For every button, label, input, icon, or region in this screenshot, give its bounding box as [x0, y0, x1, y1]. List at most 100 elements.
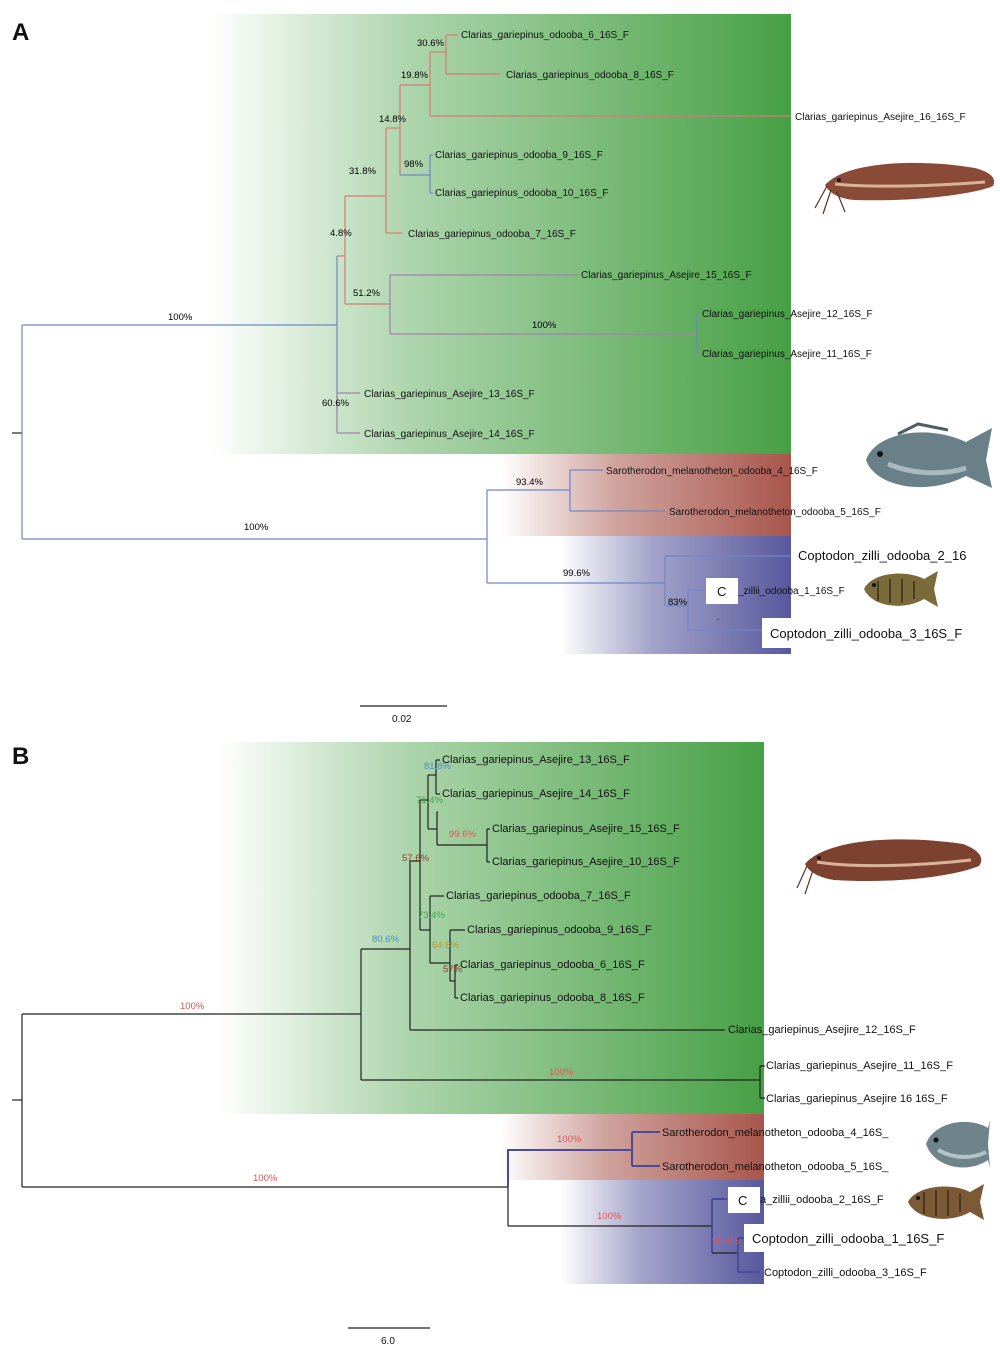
n-copt-b [711, 1198, 727, 1253]
leaf-b-saro4: Sarotherodon_melanotheton_odooba_4_16S_ [662, 1127, 889, 1139]
support-648: 64.8% [432, 940, 459, 951]
n606-leaves [337, 392, 360, 434]
leaf-b-asejire16: Clarias_gariepinus_Asejire 16 16S_F [766, 1093, 948, 1105]
support-100-root-b: 100% [253, 1173, 278, 1184]
support-100-a1116: 100% [549, 1067, 574, 1078]
support-48: 4.8% [330, 228, 352, 239]
n100-leaves [697, 313, 700, 354]
support-100-copt: 100% [597, 1211, 622, 1222]
support-100-a1112: 100% [532, 320, 557, 331]
leaf-b-copt2: a_zillii_odooba_2_16S_F [760, 1194, 884, 1206]
n818 [435, 759, 440, 795]
panel-a-supports: 30.6% 19.8% 14.8% 98% 31.8% 4.8% 51.2% 1… [168, 38, 720, 623]
n-copt-inner [737, 1237, 760, 1273]
leaf-b-asejire11: Clarias_gariepinus_Asejire_11_16S_F [766, 1060, 953, 1072]
n-saro-b [631, 1131, 660, 1167]
n98-leaves [430, 154, 433, 194]
leaf-a-copt1: _zillii_odooba_1_16S_F [737, 586, 845, 597]
sarotherodon-clade-band [500, 454, 791, 536]
leaf-b-copt2-box [728, 1187, 760, 1213]
clarias-clade-band [210, 14, 791, 454]
support-98: 98% [404, 159, 424, 170]
panel-a-letter: A [12, 19, 29, 46]
n996-b-vertical [436, 811, 487, 846]
n-a1116 [759, 1065, 765, 1099]
leaf-b-odooba6: Clarias_gariepinus_odooba_6_16S_F [460, 959, 645, 971]
leaf-a-odooba9: Clarias_gariepinus_odooba_9_16S_F [435, 150, 603, 161]
support-606: 60.6% [322, 398, 349, 409]
n648 [449, 929, 465, 982]
leaf-a-odooba10: Clarias_gariepinus_odooba_10_16S_F [435, 188, 608, 199]
leaf-a-saro5: Sarotherodon_melanotheton_odooba_5_16S_F [669, 507, 881, 518]
leaf-a-asejire14: Clarias_gariepinus_Asejire_14_16S_F [364, 429, 535, 440]
panel-b-supports: 81.8% 71.4% 99.6% 57.6% 73.4% 80.6% 64.8… [180, 761, 739, 1247]
leaf-b-copt3: Coptodon_zilli_odooba_3_16S_F [764, 1267, 927, 1279]
leaf-b-copt2-box-text: C [738, 1193, 747, 1208]
support-734: 73.4% [418, 910, 445, 921]
leaf-a-odooba6: Clarias_gariepinus_odooba_6_16S_F [461, 30, 629, 41]
support-714: 71.4% [416, 795, 443, 806]
leaf-b-asejire14: Clarias_gariepinus_Asejire_14_16S_F [442, 788, 630, 800]
leaf-a-odooba7: Clarias_gariepinus_odooba_7_16S_F [408, 229, 576, 240]
panel-b-letter: B [12, 743, 29, 770]
leaf-a-copt1-box [706, 578, 738, 604]
leaf-b-odooba8: Clarias_gariepinus_odooba_8_16S_F [460, 992, 645, 1004]
support-818: 81.8% [424, 761, 451, 772]
leaf-a-asejire15: Clarias_gariepinus_Asejire_15_16S_F [581, 270, 752, 281]
leaf-a-asejire13: Clarias_gariepinus_Asejire_13_16S_F [364, 389, 535, 400]
support-806: 80.6% [372, 934, 399, 945]
tilapia-image-a [866, 422, 992, 488]
scale-label-b: 6.0 [381, 1336, 395, 1347]
leaf-b-asejire12: Clarias_gariepinus_Asejire_12_16S_F [728, 1024, 916, 1036]
support-198: 19.8% [401, 70, 428, 81]
support-dot: . [717, 612, 720, 623]
n57 [454, 964, 458, 999]
scale-label-a: 0.02 [392, 714, 412, 725]
panel-b-branches [12, 759, 765, 1273]
leaf-a-asejire12: Clarias_gariepinus_Asejire_12_16S_F [702, 309, 873, 320]
n934-leaves [570, 469, 665, 512]
leaf-b-saro5: Sarotherodon_melanotheton_odooba_5_16S_ [662, 1161, 889, 1173]
panel-b: B [12, 742, 990, 1347]
panel-a: A [12, 14, 995, 725]
leaf-b-copt1-box [744, 1224, 988, 1252]
coptodon-image-b [908, 1184, 984, 1220]
n306-leaves [446, 34, 500, 75]
support-57: 57% [443, 964, 463, 975]
branch-saro-b [507, 1149, 632, 1187]
coptodon-image-a [864, 571, 938, 607]
leaf-a-asejire11: Clarias_gariepinus_Asejire_11_16S_F [702, 349, 872, 360]
leaf-a-odooba8: Clarias_gariepinus_odooba_8_16S_F [506, 70, 674, 81]
leaf-a-copt2: Coptodon_zilli_odooba_2_16 [798, 548, 966, 563]
support-100-saro: 100% [557, 1134, 582, 1145]
leaf-a-copt1-box-text: C [717, 584, 726, 599]
support-996: 99.6% [563, 568, 590, 579]
support-83: 83% [668, 597, 688, 608]
support-996-b: 99.6% [449, 829, 476, 840]
leaf-a-asejire16: Clarias_gariepinus_Asejire_16_16S_F [795, 112, 966, 123]
support-100-clarias: 100% [168, 312, 193, 323]
panel-b-leaves: Clarias_gariepinus_Asejire_13_16S_F Clar… [442, 754, 953, 1279]
support-100-root: 100% [244, 522, 269, 533]
support-934: 93.4% [516, 477, 543, 488]
support-copt-inner: 92.4% [712, 1236, 739, 1247]
support-100-clarias-b: 100% [180, 1001, 205, 1012]
n996-leaves-b [486, 828, 490, 863]
panel-a-branches [12, 34, 790, 631]
leaf-b-copt1: Coptodon_zilli_odooba_1_16S_F [752, 1231, 944, 1246]
leaf-a-copt3-box [762, 618, 994, 648]
leaf-b-odooba7: Clarias_gariepinus_odooba_7_16S_F [446, 890, 631, 902]
panel-a-leaves: Clarias_gariepinus_odooba_6_16S_F Claria… [364, 30, 966, 597]
leaf-b-asejire15: Clarias_gariepinus_Asejire_15_16S_F [492, 823, 680, 835]
support-148: 14.8% [379, 114, 406, 125]
support-576: 57.6% [402, 853, 429, 864]
support-318: 31.8% [349, 166, 376, 177]
leaf-b-asejire13: Clarias_gariepinus_Asejire_13_16S_F [442, 754, 630, 766]
catfish-image-b [796, 839, 982, 895]
tilapia-image-b [926, 1120, 990, 1168]
clarias-clade-band-b [218, 742, 764, 1114]
support-512: 51.2% [353, 288, 380, 299]
leaf-a-copt3: Coptodon_zilli_odooba_3_16S_F [770, 626, 962, 641]
leaf-b-odooba9: Clarias_gariepinus_odooba_9_16S_F [467, 924, 652, 936]
